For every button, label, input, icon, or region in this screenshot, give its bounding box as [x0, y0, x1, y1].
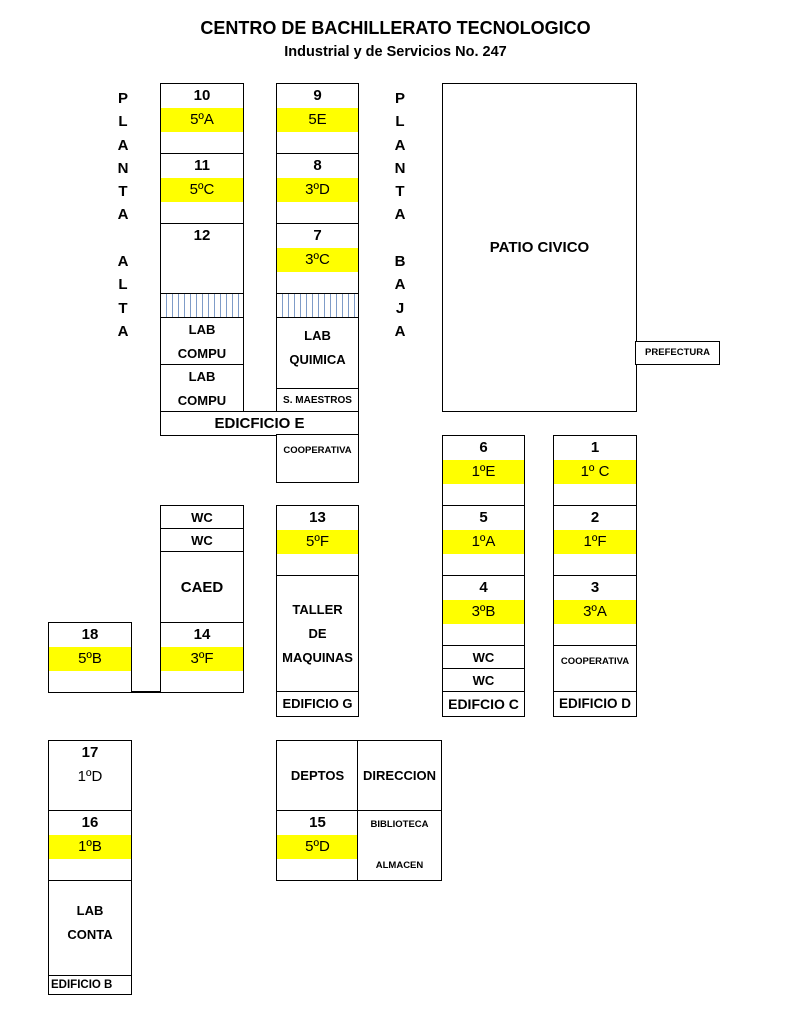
edificio-b-label: EDIFICIO B: [48, 975, 132, 995]
stairs: [160, 293, 244, 319]
edificio-c-label: EDIFCIO C: [442, 691, 525, 717]
biblioteca: BIBLIOTECA: [370, 819, 429, 830]
stairs: [276, 293, 359, 319]
edificio-e-label: EDICFICIO E: [160, 411, 359, 436]
almacen: ALMACEN: [375, 860, 424, 871]
wc-1: WC: [160, 505, 244, 530]
direccion: DIRECCION: [357, 740, 442, 812]
room-12: 12: [160, 223, 244, 295]
biblioteca-almacen: BIBLIOTECA ALMACEN: [357, 810, 442, 881]
cooperativa-d: COOPERATIVA: [553, 645, 637, 693]
wc-c-2: WC: [442, 668, 525, 693]
wc-c-1: WC: [442, 645, 525, 670]
deptos: DEPTOS: [276, 740, 359, 812]
wc-2: WC: [160, 528, 244, 553]
school-title: CENTRO DE BACHILLERATO TECNOLOGICO: [200, 18, 591, 38]
patio-civico: PATIO CIVICO: [442, 83, 637, 412]
edificio-g-label: EDIFICIO G: [276, 691, 359, 717]
school-subtitle: Industrial y de Servicios No. 247: [284, 44, 507, 60]
sala-maestros: S. MAESTROS: [276, 388, 359, 413]
caed: CAED: [160, 551, 244, 624]
cooperativa-e: COOPERATIVA: [276, 434, 359, 483]
connector-line: [131, 691, 161, 693]
edificio-d-label: EDIFICIO D: [553, 691, 637, 717]
prefectura: PREFECTURA: [635, 341, 720, 365]
